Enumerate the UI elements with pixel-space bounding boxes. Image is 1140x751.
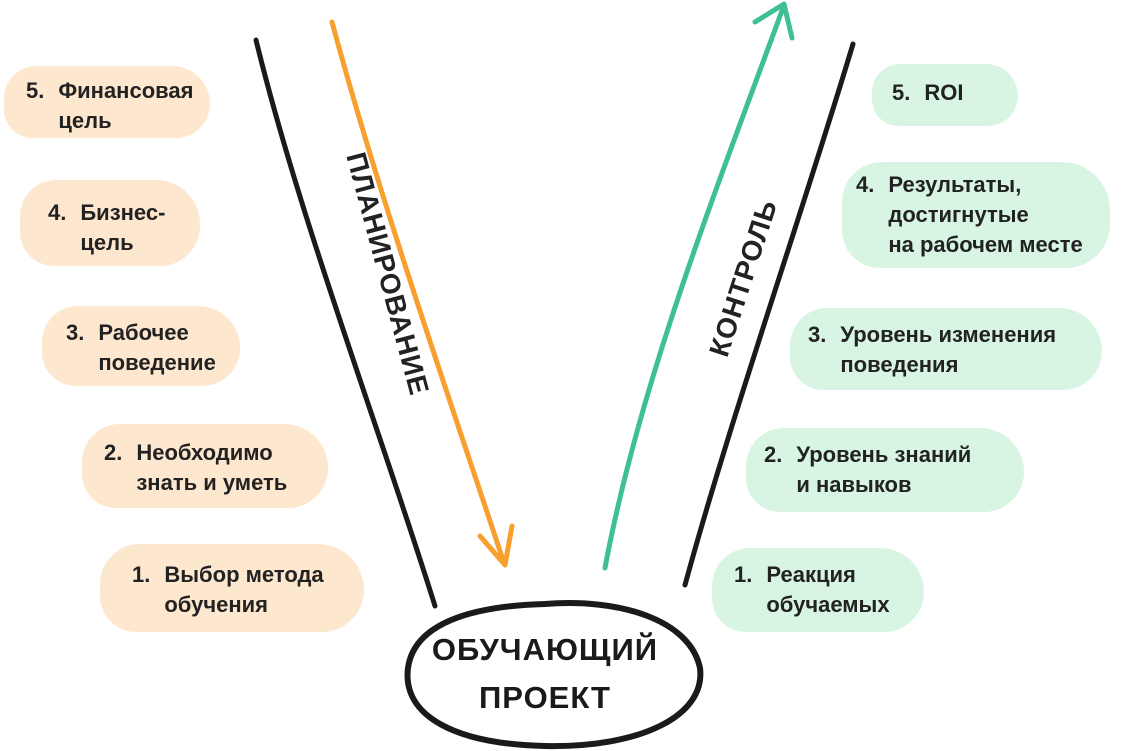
planning-level-2: 2. Необходимо знать и уметь	[82, 424, 328, 508]
project-blob	[404, 600, 704, 750]
control-level-2-line2: и навыков	[796, 472, 912, 497]
project-label-line1: ОБУЧАЮЩИЙ	[431, 632, 659, 667]
project-label-line2: ПРОЕКТ	[479, 680, 611, 715]
planning-level-1-line1: Выбор метода	[164, 562, 324, 587]
control-level-4-line2: достигнутые	[888, 202, 1029, 227]
control-level-1-line2: обучаемых	[766, 592, 890, 617]
project-label: ОБУЧАЮЩИЙ ПРОЕКТ	[415, 626, 675, 722]
planning-level-5: 5. Финансовая цель	[4, 66, 210, 138]
planning-level-1-num: 1.	[132, 562, 151, 587]
planning-level-2-num: 2.	[104, 440, 123, 465]
control-level-3-line2: поведения	[840, 352, 959, 377]
control-level-2-num: 2.	[764, 442, 783, 467]
planning-level-5-num: 5.	[26, 78, 45, 103]
control-level-3-line1: Уровень изменения	[840, 322, 1057, 347]
control-level-2: 2. Уровень знаний и навыков	[746, 428, 1024, 512]
control-level-3-num: 3.	[808, 322, 827, 347]
planning-level-4-line2: цель	[80, 230, 134, 255]
planning-level-5-line2: цель	[58, 108, 112, 133]
control-level-5-num: 5.	[892, 80, 911, 105]
planning-level-4: 4. Бизнес-цель	[20, 180, 200, 266]
planning-level-5-line1: Финансовая	[58, 78, 194, 103]
planning-arrow-head	[477, 523, 515, 568]
control-level-4-num: 4.	[856, 172, 875, 197]
planning-level-3-line1: Рабочее	[98, 320, 189, 345]
control-level-4-line3: на рабочем месте	[888, 232, 1083, 257]
control-arrow-line	[602, 5, 786, 571]
planning-arrow-line	[329, 19, 506, 563]
planning-level-2-line1: Необходимо	[136, 440, 273, 465]
control-level-5-line1: ROI	[924, 80, 964, 105]
control-level-4-line1: Результаты,	[888, 172, 1022, 197]
planning-level-3-line2: поведение	[98, 350, 216, 375]
control-level-5: 5. ROI	[872, 64, 1018, 126]
planning-level-3-num: 3.	[66, 320, 85, 345]
planning-level-1-line2: обучения	[164, 592, 268, 617]
planning-level-2-line2: знать и уметь	[136, 470, 288, 495]
planning-level-1: 1. Выбор метода обучения	[100, 544, 364, 632]
control-arrow-head	[752, 1, 795, 41]
control-level-3: 3. Уровень изменения поведения	[790, 308, 1102, 390]
planning-level-3: 3. Рабочее поведение	[42, 306, 240, 386]
control-level-4: 4. Результаты, достигнутые на рабочем мест…	[842, 162, 1110, 268]
control-level-2-line1: Уровень знаний	[796, 442, 972, 467]
left-boundary-line	[253, 37, 438, 609]
planning-level-4-line1: Бизнес-	[80, 200, 166, 225]
right-boundary-line	[682, 41, 856, 588]
control-level-1: 1. Реакция обучаемых	[712, 548, 924, 632]
planning-level-4-num: 4.	[48, 200, 67, 225]
control-level-1-line1: Реакция	[766, 562, 856, 587]
control-level-1-num: 1.	[734, 562, 753, 587]
